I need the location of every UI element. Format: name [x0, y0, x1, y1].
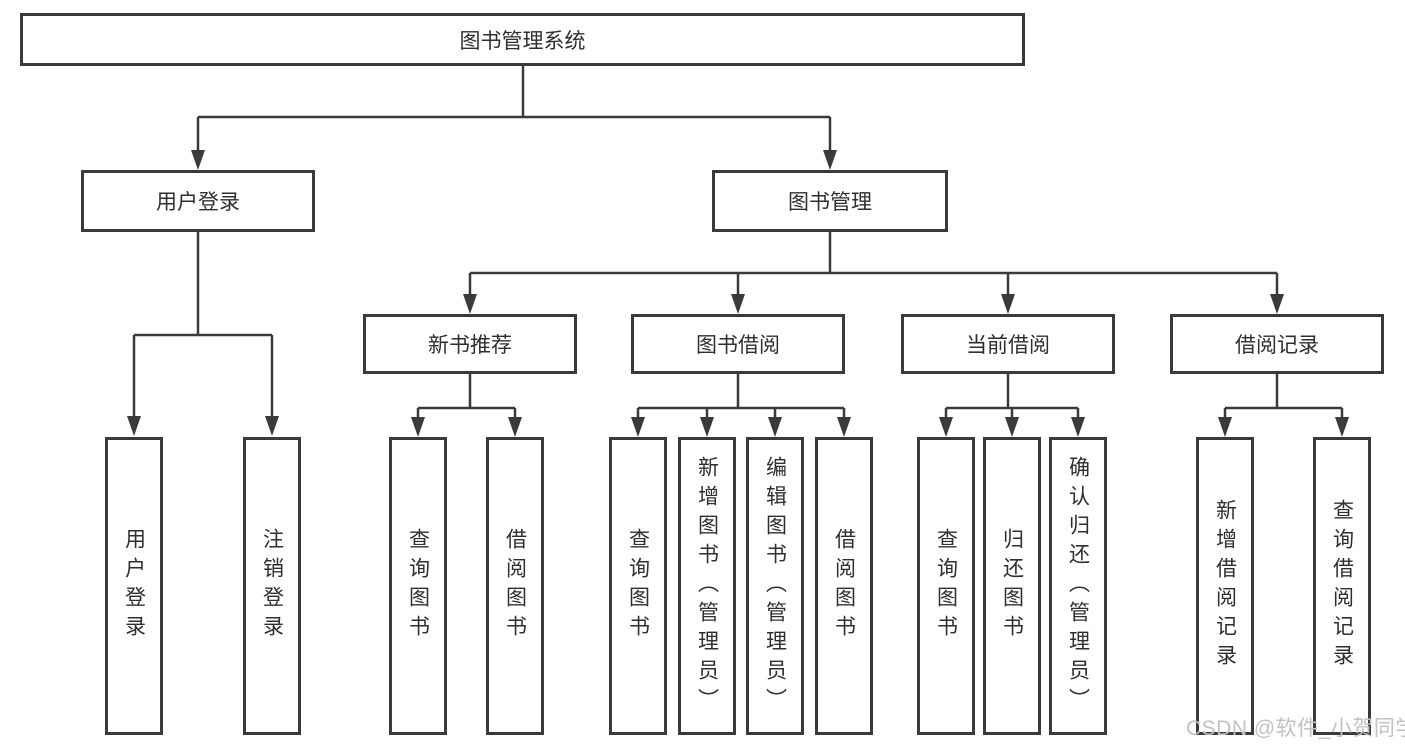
arrow-down-icon: [768, 417, 782, 437]
connector-lines: [132, 66, 1344, 418]
arrow-down-icon: [1001, 294, 1015, 314]
leaf-return-books: 归还图书: [983, 437, 1041, 735]
leaf-label: 注销登录: [260, 528, 284, 644]
leaf-user-login: 用户登录: [105, 437, 163, 735]
leaf-add-books-admin: 新增图书（管理员）: [678, 437, 736, 735]
arrow-down-icon: [411, 417, 425, 437]
arrow-down-icon: [1071, 417, 1085, 437]
leaf-logout: 注销登录: [243, 437, 301, 735]
leaf-query-books-current: 查询图书: [917, 437, 975, 735]
leaf-label: 新增借阅记录: [1213, 499, 1237, 673]
leaf-label: 确认归还（管理员）: [1066, 455, 1090, 717]
node-borrowing-records-label: 借阅记录: [1235, 334, 1319, 357]
node-root: 图书管理系统: [20, 13, 1025, 66]
node-user-login-label: 用户登录: [156, 191, 240, 214]
node-book-management-label: 图书管理: [788, 191, 872, 214]
arrow-down-icon: [1270, 294, 1284, 314]
node-root-label: 图书管理系统: [459, 29, 586, 53]
leaf-label: 新增图书（管理员）: [695, 455, 719, 717]
leaf-label: 归还图书: [1000, 528, 1024, 644]
leaf-add-borrow-record: 新增借阅记录: [1196, 437, 1254, 735]
leaf-query-books-recommend: 查询图书: [389, 437, 447, 735]
node-current-borrowing-label: 当前借阅: [966, 334, 1050, 357]
node-user-login: 用户登录: [81, 170, 315, 232]
leaf-edit-books-admin: 编辑图书（管理员）: [746, 437, 804, 735]
leaf-label: 用户登录: [122, 528, 146, 644]
leaf-label: 查询图书: [406, 528, 430, 644]
watermark: CSDN @软件_小贺同学: [1186, 717, 1405, 740]
arrow-down-icon: [191, 150, 205, 170]
leaf-label: 查询图书: [626, 528, 650, 644]
arrow-down-icon: [508, 417, 522, 437]
leaf-label: 借阅图书: [503, 528, 527, 644]
arrow-down-icon: [731, 294, 745, 314]
node-borrowing-records: 借阅记录: [1170, 314, 1384, 374]
arrow-down-icon: [1218, 417, 1232, 437]
leaf-borrow-books: 借阅图书: [815, 437, 873, 735]
arrow-down-icon: [127, 416, 141, 436]
arrow-down-icon: [463, 294, 477, 314]
leaf-label: 编辑图书（管理员）: [763, 455, 787, 717]
node-book-management: 图书管理: [712, 170, 948, 232]
arrowheads: [127, 150, 1349, 437]
arrow-down-icon: [265, 416, 279, 436]
arrow-down-icon: [631, 417, 645, 437]
node-current-borrowing: 当前借阅: [901, 314, 1115, 374]
node-new-book-recommend-label: 新书推荐: [428, 334, 512, 357]
leaf-confirm-return-admin: 确认归还（管理员）: [1049, 437, 1107, 735]
leaf-label: 查询图书: [934, 528, 958, 644]
leaf-label: 借阅图书: [832, 528, 856, 644]
node-book-borrowing-label: 图书借阅: [696, 334, 780, 357]
arrow-down-icon: [939, 417, 953, 437]
node-new-book-recommend: 新书推荐: [363, 314, 577, 374]
leaf-label: 查询借阅记录: [1330, 499, 1354, 673]
leaf-borrow-books-recommend: 借阅图书: [486, 437, 544, 735]
arrow-down-icon: [823, 150, 837, 170]
arrow-down-icon: [837, 417, 851, 437]
node-book-borrowing: 图书借阅: [631, 314, 845, 374]
leaf-query-borrow-record: 查询借阅记录: [1313, 437, 1371, 735]
arrow-down-icon: [700, 417, 714, 437]
leaf-query-books-borrow: 查询图书: [609, 437, 667, 735]
arrow-down-icon: [1005, 417, 1019, 437]
arrow-down-icon: [1335, 417, 1349, 437]
